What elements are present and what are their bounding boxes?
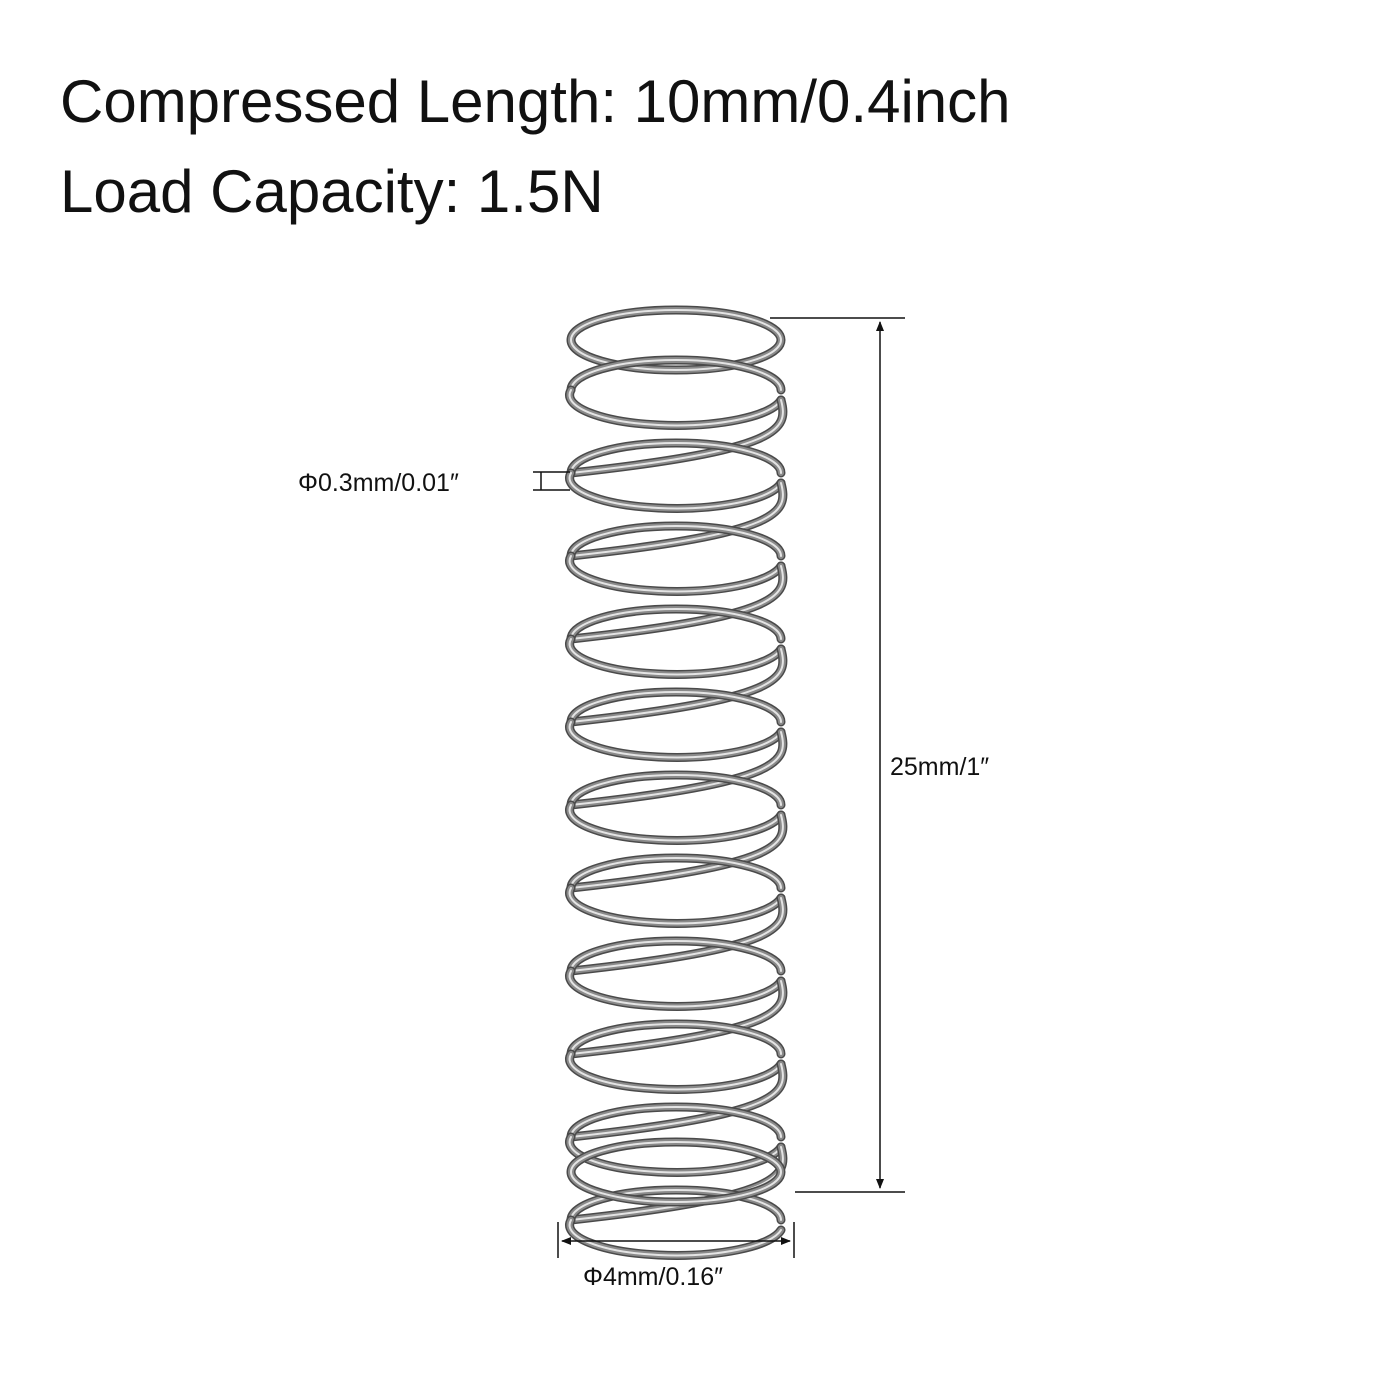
spring-coil-back-6-layer-2 (570, 774, 782, 806)
spring-coil-side-1 (566, 395, 788, 478)
outer-diameter-dimension: Φ4mm/0.16″ (557, 1222, 795, 1291)
spring-coil-front-3-layer-2 (568, 555, 782, 593)
spring-coil-back-9-layer-2 (570, 1023, 782, 1055)
spring-coil-side-2 (566, 478, 788, 561)
spring-coil-front-2-layer-2 (568, 472, 782, 510)
spring-coil-side-8-layer-2 (570, 980, 784, 1055)
spring-coil-side-3 (566, 561, 788, 644)
spring-coil-side-9-layer-2 (570, 1063, 784, 1138)
spring-coil-side-5 (566, 727, 788, 810)
spring-coil-front-7-layer-2 (568, 887, 782, 925)
spring-coil-side-2-layer-2 (570, 482, 784, 557)
spring-coil-back-8-layer-2 (570, 940, 782, 972)
spring-coil-side-10 (566, 1142, 788, 1225)
spring-coil-side-4 (566, 644, 788, 727)
wire-diameter-label: Φ0.3mm/0.01″ (298, 469, 459, 497)
spring-coil-side-7-layer-2 (570, 897, 784, 972)
spring-coil-back-1 (566, 355, 786, 395)
spring-coil-front-6-layer-2 (568, 804, 782, 842)
spring-coil-front-1-layer-2 (568, 389, 782, 427)
spring-coil-back-2-layer-2 (570, 442, 782, 474)
spring-coil-back-7-layer-2 (570, 857, 782, 889)
free-length-label-bg (886, 748, 1036, 782)
spring-coil-front-5-layer-2 (568, 721, 782, 759)
spring-coil-side-4-layer-2 (570, 648, 784, 723)
spring-coil-back-11-layer-2 (570, 1189, 782, 1221)
spring-coil-side-8 (566, 976, 788, 1059)
spring-coil-back-10-layer-2 (570, 1106, 782, 1138)
spring-coil-side-6 (566, 810, 788, 893)
spring-coil-front-8-layer-2 (568, 970, 782, 1008)
spring-coil-side-3-layer-2 (570, 565, 784, 640)
spring-coil-back-5-layer-2 (570, 691, 782, 723)
load-capacity-spec: Load Capacity: 1.5N (60, 158, 604, 225)
spring-coil-side-6-layer-2 (570, 814, 784, 889)
spring-coil-front-10-layer-2 (568, 1136, 782, 1174)
spring-coil-front-4-layer-2 (568, 638, 782, 676)
compression-spring-image (565, 305, 788, 1260)
wire-diameter-dimension: Φ0.3mm/0.01″ (298, 469, 570, 497)
spring-coil-back-1-layer-2 (570, 359, 782, 391)
outer-diameter-label: Φ4mm/0.16″ (583, 1263, 723, 1291)
compressed-length-spec: Compressed Length: 10mm/0.4inch (60, 68, 1011, 135)
spring-coil-back-4-layer-2 (570, 608, 782, 640)
spring-coil-side-5-layer-2 (570, 731, 784, 806)
spring-bottom-end-coil-layer-2 (570, 1141, 783, 1203)
spring-coil-side-1-layer-2 (570, 399, 784, 474)
spring-coil-front-9-layer-2 (568, 1053, 782, 1091)
spring-coil-side-10-layer-2 (570, 1146, 784, 1221)
free-length-label: 25mm/1″ (890, 753, 989, 781)
spring-coil-side-9 (566, 1059, 788, 1142)
free-length-dimension: 25mm/1″ (770, 317, 1036, 1193)
spring-coil-back-3-layer-2 (570, 525, 782, 557)
spring-coil-side-7 (566, 893, 788, 976)
